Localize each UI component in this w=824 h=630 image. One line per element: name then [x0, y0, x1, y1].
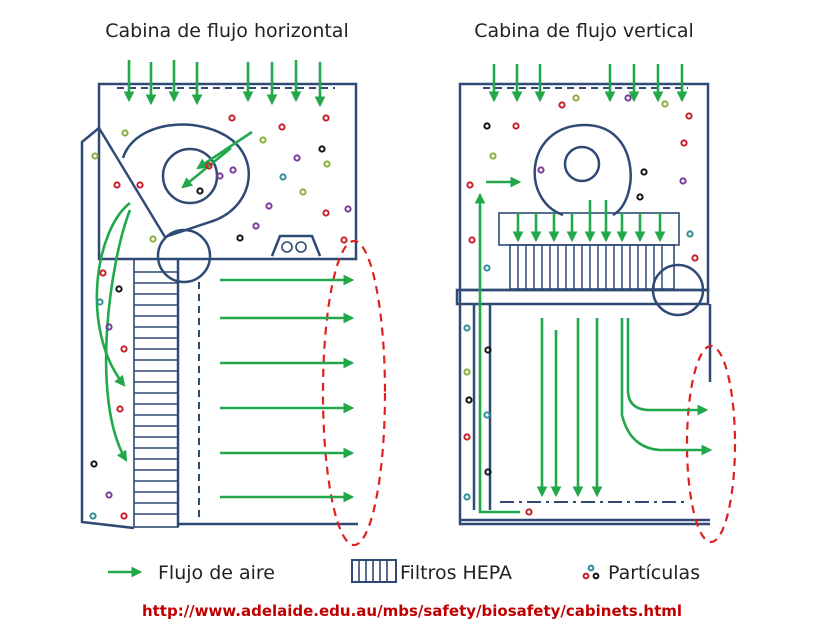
side-flow-1: [95, 201, 131, 387]
vertical-cabinet-title: Cabina de flujo vertical: [474, 20, 694, 42]
horizontal-diagonal: [97, 127, 167, 238]
horizontal-hepa-filter: [133, 258, 180, 528]
horizontal-particles: [89, 114, 352, 520]
horizontal-cabinet: [80, 60, 387, 547]
front-exit-flow-2: [620, 318, 713, 456]
blower-arrow-1: [196, 130, 253, 170]
source-url: http://www.adelaide.edu.au/mbs/safety/bi…: [142, 602, 682, 620]
return-flow: [474, 192, 520, 514]
vertical-filter-arrows: [512, 200, 666, 243]
legend-particles-icon: [582, 564, 600, 580]
horizontal-exit-zone: [321, 239, 387, 547]
vertical-downflow-arrows: [536, 318, 603, 498]
legend-particles-label: Partículas: [608, 562, 700, 584]
horizontal-top-plenum: [97, 82, 358, 261]
horizontal-side-panel: [80, 127, 135, 530]
vertical-top-plenum: [458, 82, 710, 292]
vertical-chamber-top: [455, 288, 710, 306]
vertical-cabinet: [455, 64, 737, 544]
horizontal-blower: [121, 123, 250, 239]
legend-hepa-icon: [351, 559, 397, 583]
horizontal-inlet-arrows: [123, 60, 326, 108]
vertical-exit-zone: [685, 344, 737, 544]
vertical-inlet-arrows: [488, 64, 688, 103]
legend-hepa-label: Filtros HEPA: [400, 562, 512, 584]
vertical-blower: [533, 123, 632, 217]
front-exit-flow-1: [626, 318, 709, 416]
vertical-particles: [463, 94, 699, 516]
horizontal-motor: [270, 234, 322, 257]
horizontal-outflow-arrows: [220, 274, 355, 503]
side-flow-2: [104, 209, 132, 462]
horizontal-damper: [156, 228, 212, 284]
legend: Flujo de aire Filtros HEPA Partículas: [108, 559, 700, 584]
vertical-chamber-wall: [458, 290, 710, 526]
horizontal-cabinet-title: Cabina de flujo horizontal: [105, 20, 348, 42]
legend-airflow-label: Flujo de aire: [158, 562, 275, 584]
